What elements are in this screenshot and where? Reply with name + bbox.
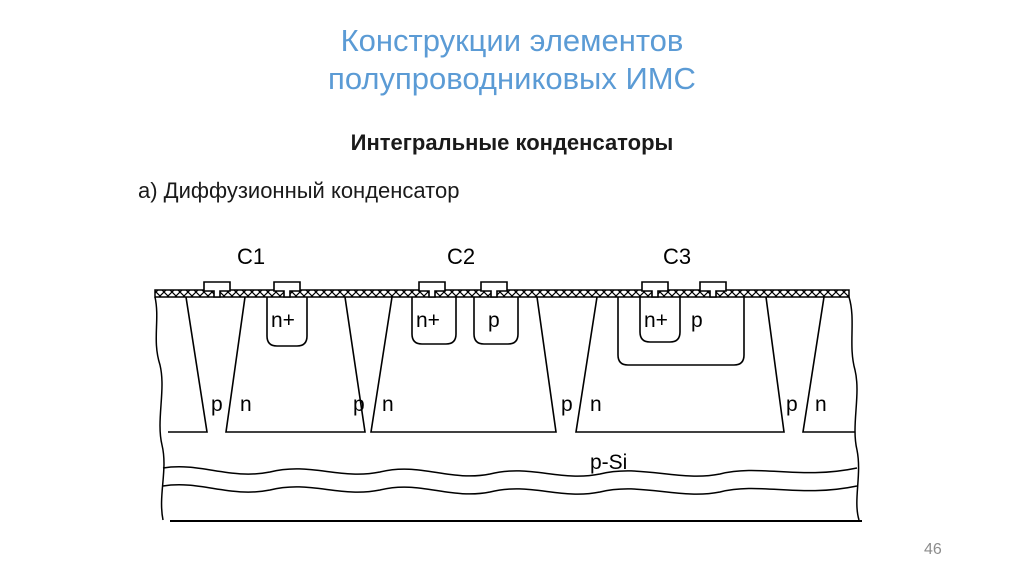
label-c3-n-plus: n+ [644, 309, 668, 332]
label-n-1: n [240, 393, 252, 416]
wafer-right-edge [848, 296, 860, 521]
contact-c2-right [480, 281, 508, 298]
label-n-2: n [382, 393, 394, 416]
label-c2-n-plus: n+ [416, 309, 440, 332]
contact-c3-right [699, 281, 727, 298]
c2-p-region [473, 297, 519, 345]
label-c2: C2 [447, 244, 475, 269]
label-substrate: p-Si [590, 451, 627, 474]
label-p-3: p [561, 393, 573, 416]
c3-n-plus-region [639, 297, 681, 343]
label-c1: C1 [237, 244, 265, 269]
label-c3: C3 [663, 244, 691, 269]
label-p-1: p [211, 393, 223, 416]
label-n-3: n [590, 393, 602, 416]
metal-contacts [203, 281, 727, 298]
label-c2-p: p [488, 309, 500, 332]
wafer-left-edge [154, 296, 165, 521]
diagram-caption: а) Диффузионный конденсатор [138, 178, 460, 203]
c2-n-plus-region [411, 297, 457, 345]
n-pocket-1 [168, 296, 366, 433]
title-line-2: полупроводниковых ИМС [328, 61, 696, 96]
page-number: 46 [924, 541, 942, 558]
label-n-4: n [815, 393, 827, 416]
c1-n-plus-region [266, 297, 308, 347]
slide-subtitle: Интегральные конденсаторы [350, 130, 674, 155]
c3-p-well-region [617, 297, 745, 366]
contact-c1-left [203, 281, 231, 298]
contact-c2-left [418, 281, 446, 298]
label-c3-p: p [691, 309, 703, 332]
substrate-break-line-top [162, 466, 858, 477]
n-pocket-2 [370, 296, 557, 433]
n-pocket-3 [575, 296, 785, 433]
label-c1-n-plus: n+ [271, 309, 295, 332]
contact-c1-right [273, 281, 301, 298]
label-p-2: p [353, 393, 365, 416]
title-line-1: Конструкции элементов [340, 23, 684, 58]
substrate-break-line-bottom [162, 484, 858, 495]
n-pocket-4 [802, 296, 855, 433]
contact-c3-left [641, 281, 669, 298]
label-p-4: p [786, 393, 798, 416]
slide-title: Конструкции элементов полупроводниковых … [0, 22, 1024, 98]
